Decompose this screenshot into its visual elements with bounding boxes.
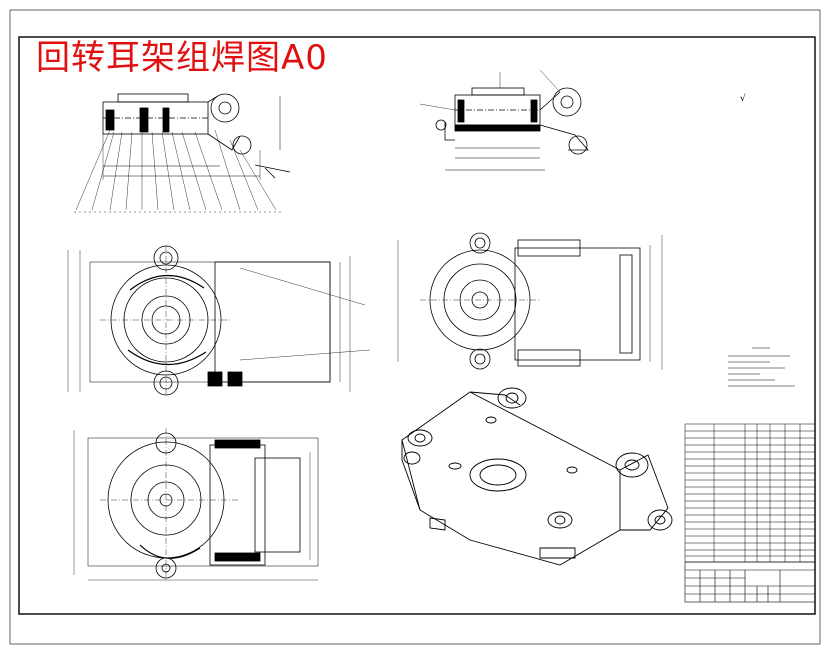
surface-roughness-mark: √ <box>740 94 746 104</box>
drawing-title: 回转耳架组焊图A0 <box>36 38 328 78</box>
side-elevation-view <box>419 69 589 171</box>
part-leader-lines <box>74 129 282 213</box>
plan-section-view <box>67 245 371 396</box>
inner-frame <box>18 36 816 615</box>
front-elevation-view <box>102 93 291 180</box>
parts-list-table <box>684 423 816 563</box>
isometric-view <box>401 387 673 566</box>
plan-view <box>397 232 663 370</box>
technical-notes <box>728 347 795 387</box>
bottom-view <box>73 428 319 582</box>
title-block <box>684 561 816 603</box>
outer-border <box>9 9 821 645</box>
